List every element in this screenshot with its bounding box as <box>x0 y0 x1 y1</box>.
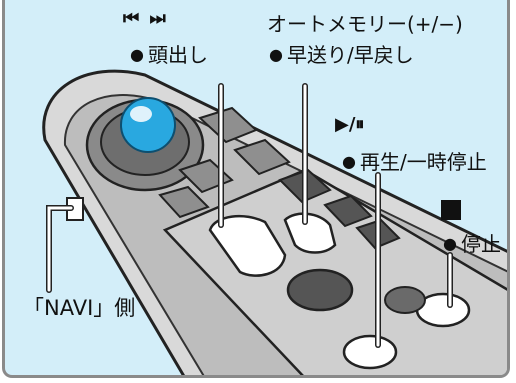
stop-symbol-icon <box>441 200 461 220</box>
label-auto-memory: オートメモリー(+/−) <box>267 12 463 36</box>
trackball <box>120 97 176 153</box>
label-navi-side: 「NAVI」側 <box>23 296 136 320</box>
dark-oval-key <box>286 268 354 312</box>
bullet-icon: ● <box>130 45 144 64</box>
label-ff-rewind: ●早送り/早戻し <box>269 43 414 67</box>
label-play-pause: ●再生/一時停止 <box>342 150 487 174</box>
leader-lines <box>46 83 453 348</box>
illustration-frame: ⏮ ⏭ ●頭出し オートメモリー(+/−) ●早送り/早戻し ▶/⏸ ●再生/一… <box>2 0 510 378</box>
label-head-search: ●頭出し <box>130 43 208 67</box>
play-pause-key <box>342 334 398 370</box>
button-upper-2 <box>233 138 291 176</box>
play-pause-symbol: ▶/⏸ <box>335 114 365 135</box>
label-stop: ●停止 <box>443 232 501 256</box>
lower-dark-key <box>384 286 426 314</box>
remote-control-illustration <box>42 69 507 375</box>
skip-symbols: ⏮ ⏭ <box>123 8 168 29</box>
bullet-icon: ● <box>269 45 283 64</box>
bullet-icon: ● <box>443 234 457 253</box>
bullet-icon: ● <box>342 152 356 171</box>
button-upper-4 <box>158 185 210 219</box>
button-dark-2 <box>323 194 373 228</box>
trackball-highlight <box>130 106 152 122</box>
ff-rew-key <box>283 212 337 254</box>
